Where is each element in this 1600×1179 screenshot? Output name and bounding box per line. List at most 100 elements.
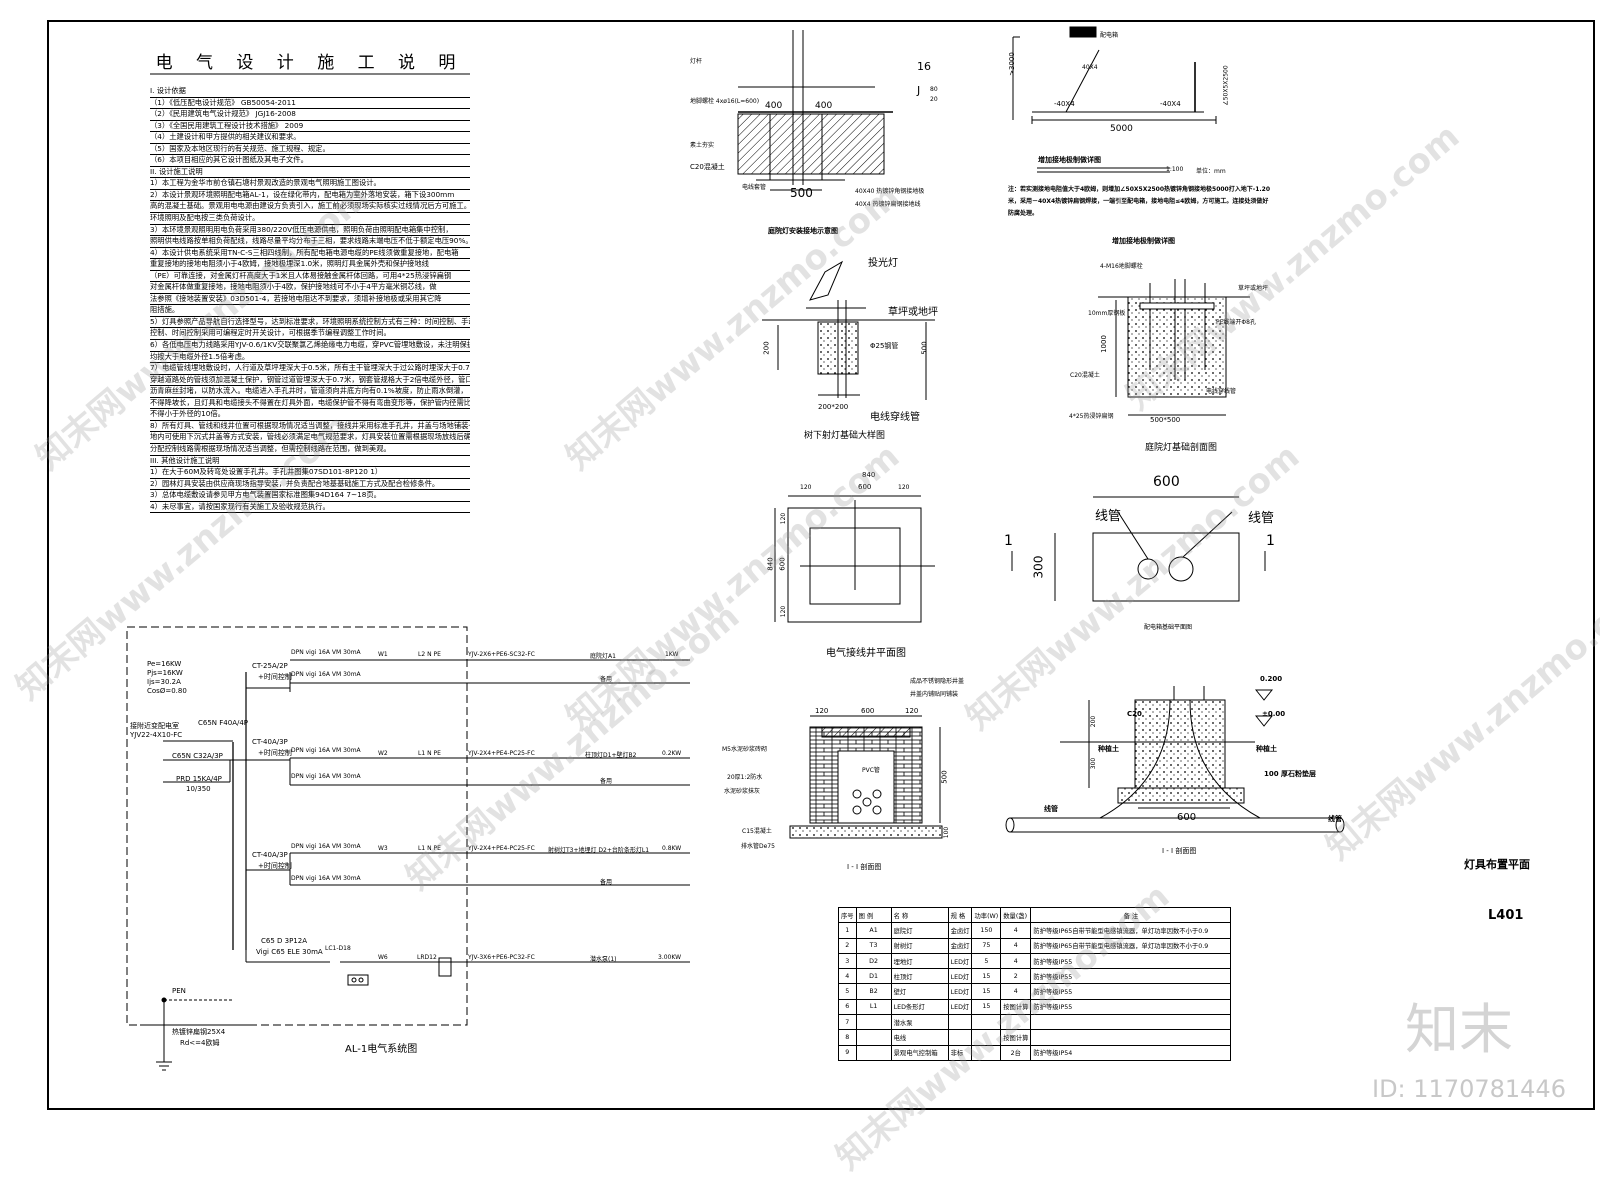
legend-cell-no: 9	[838, 1044, 857, 1061]
legend-cell-power	[971, 1029, 1002, 1046]
legend-cell-sym	[855, 1014, 892, 1031]
notes-line: 穿越道路处的管线须加混凝土保护，钢管过道管埋深大于0.7米，钢套管规格大于2倍电…	[150, 375, 470, 387]
legend-cell-power: 15	[971, 998, 1002, 1016]
box-label: 线管	[1248, 511, 1275, 526]
notes-line: （PE）可靠连接，对金属灯杆高度大于1米且人体易接触金属杆体回路，可用4*25热…	[150, 271, 470, 283]
dim-label: 300	[1090, 757, 1098, 770]
detail-label: 200	[762, 341, 771, 355]
dim-label: 120	[898, 484, 910, 491]
detail-label: 400	[815, 101, 833, 111]
legend-cell-note: 防护等级IP55	[1030, 952, 1232, 970]
circuit-cable: YJV-2X4+PE4-PC25-FC	[468, 845, 535, 852]
detail-label: 40X4 热镀锌扁钢接地线	[855, 201, 921, 208]
detail-label: 4-M16地脚螺栓	[1100, 263, 1143, 270]
legend-cell-power	[971, 1014, 1002, 1031]
legend-cell-spec: LED灯	[947, 968, 973, 985]
detail-label: C20混凝土	[690, 163, 725, 171]
legend-cell-name: 电线	[890, 1029, 949, 1046]
legend-cell-name: 埋地灯	[890, 952, 949, 970]
circuit-load: 备用	[600, 879, 613, 886]
notes-line: （6）本项目相应的其它设计图纸及其电子文件。	[150, 155, 470, 167]
earth-note: 热镀锌扁钢25X4	[172, 1028, 226, 1036]
dim-label: 500	[940, 770, 949, 784]
spd-rating: 10/350	[186, 785, 211, 793]
legend-header: 功率(W)	[971, 906, 1002, 924]
detail-title: 树下射灯基础大样图	[804, 431, 886, 441]
circuit-breaker: LC1-D18	[325, 945, 351, 952]
circuit-phase: L2 N PE	[418, 651, 441, 658]
group-contactor: CT-40A/3P	[252, 738, 288, 746]
legend-cell-spec: 非标	[947, 1044, 973, 1061]
group-contactor: CT-40A/3P	[252, 851, 288, 859]
detail-label: 500	[790, 186, 813, 200]
group-control: +时间控制	[258, 673, 292, 681]
legend-cell-qty: 按图计算	[1000, 1029, 1032, 1046]
legend-cell-qty: 4	[1000, 952, 1032, 970]
notes-line: 控制、时间控制采用可编程定时开关设计，可根据季节编程调整工作时间。	[150, 328, 470, 341]
detail-label: 电线套管	[742, 184, 767, 191]
detail-label: 井盖内铺贴同铺装	[910, 691, 959, 698]
detail-label: 5000	[1110, 124, 1133, 134]
dim-label: 840	[766, 557, 775, 571]
detail-label: 水泥砂浆抹灰	[724, 788, 761, 795]
dim-label: 600	[1153, 474, 1180, 490]
legend-header: 序号	[838, 906, 857, 924]
dim-label: 120	[780, 605, 788, 618]
dim-label: 600	[858, 483, 872, 491]
design-notes: I. 设计依据（1）《低压配电设计规范》 GB50054-2011（2）《民用建…	[150, 86, 470, 514]
detail-label: 排水管De75	[741, 843, 775, 850]
circuit-breaker: DPN vigi 16A VM 30mA	[291, 671, 361, 678]
notes-line: （5）国家及本地区现行的有关规范、施工规程、规定。	[150, 144, 470, 156]
section-mark: 1	[1266, 533, 1275, 549]
circuit-cable: YJV-2X4+PE4-PC25-FC	[468, 750, 535, 757]
legend-cell-sym	[855, 1044, 892, 1061]
drawing-frame	[47, 20, 1595, 1110]
section-mark: 1	[1004, 533, 1013, 549]
detail-label: 成品不锈钢隐形井盖	[910, 678, 965, 685]
system-params: Pe=16KW Pjs=16KW Ijs=30.2A CosØ=0.80	[147, 660, 187, 695]
spd-breaker: C65N C32A/3P	[172, 752, 223, 760]
legend-cell-note	[1030, 1029, 1232, 1046]
detail-title: 增加接地极制做详图	[1112, 237, 1175, 245]
notes-line: 沥青麻丝封堵，以防水流入。电缆进入手孔井时，管道须向井底方向有0.1%坡度，防止…	[150, 386, 470, 398]
circuit-load: 射树灯T3+地埋灯 D2+台阶条形灯L1	[548, 847, 650, 854]
dim-label: 120	[905, 707, 919, 715]
notes-line: 7）电缆管线埋地敷设时，人行道及草坪埋深大于0.5米，所有主干管埋深大于过公路时…	[150, 363, 470, 375]
legend-cell-note	[1030, 1014, 1232, 1031]
detail-label: 种植土	[1098, 745, 1119, 753]
notes-line: 分配控制线路需根据现场情况适当调整，但需控制线路在范围，做到美观。	[150, 444, 470, 456]
watermark-id: ID: 1170781446	[1372, 1075, 1566, 1103]
legend-cell-qty: 4	[1000, 983, 1032, 1000]
detail-label: 1000	[1099, 335, 1108, 353]
legend-cell-note: 防护等级IP55	[1030, 998, 1232, 1016]
dim-label: 100	[943, 826, 951, 839]
detail-label: 400	[765, 101, 783, 111]
circuit-load: 柱顶灯D1+壁灯B2	[585, 752, 637, 759]
detail-title: I - I 剖面图	[847, 863, 882, 871]
notes-line: 5）灯具参照产品导航自行选择型号，达到标准要求，环境照明系统控制方式有三种：时间…	[150, 317, 470, 329]
detail-label: 20厚1:2防水	[727, 774, 763, 781]
detail-title: 庭院灯安装接地示意图	[768, 227, 838, 235]
legend-cell-note: 防护等级IP55	[1030, 983, 1232, 1000]
notes-line: 不得降坡长，且灯具和电缆接头不得置在灯具外面，电缆保护管不得有弯曲变形等，保护管…	[150, 398, 470, 410]
earth-resistance: Rd<=4欧姆	[180, 1039, 220, 1047]
detail-label: 40X4	[1082, 64, 1098, 71]
group-control: +时间控制	[258, 862, 292, 870]
detail-label: 500	[920, 341, 929, 355]
dim-label: 120	[815, 707, 829, 715]
notes-line: 8）所有灯具、管线和线井位置可根据现场情况适当调整，接线井采用标准手孔井，井盖与…	[150, 421, 470, 433]
legend-cell-power: 15	[971, 968, 1002, 985]
group-contactor: C65 D 3P12A	[261, 937, 308, 945]
legend-cell-name: 庭院灯	[890, 922, 949, 939]
legend-cell-no: 4	[838, 968, 857, 985]
circuit-load: 潜水泵(1)	[590, 956, 617, 963]
detail-label: 地脚螺栓 4xø16(L=600)	[690, 98, 760, 105]
legend-cell-power: 75	[971, 937, 1002, 954]
circuit-breaker: DPN vigi 16A VM 30mA	[291, 773, 361, 780]
drawing-name: 灯具布置平面	[1464, 858, 1530, 871]
legend-cell-spec: LED灯	[947, 998, 973, 1016]
